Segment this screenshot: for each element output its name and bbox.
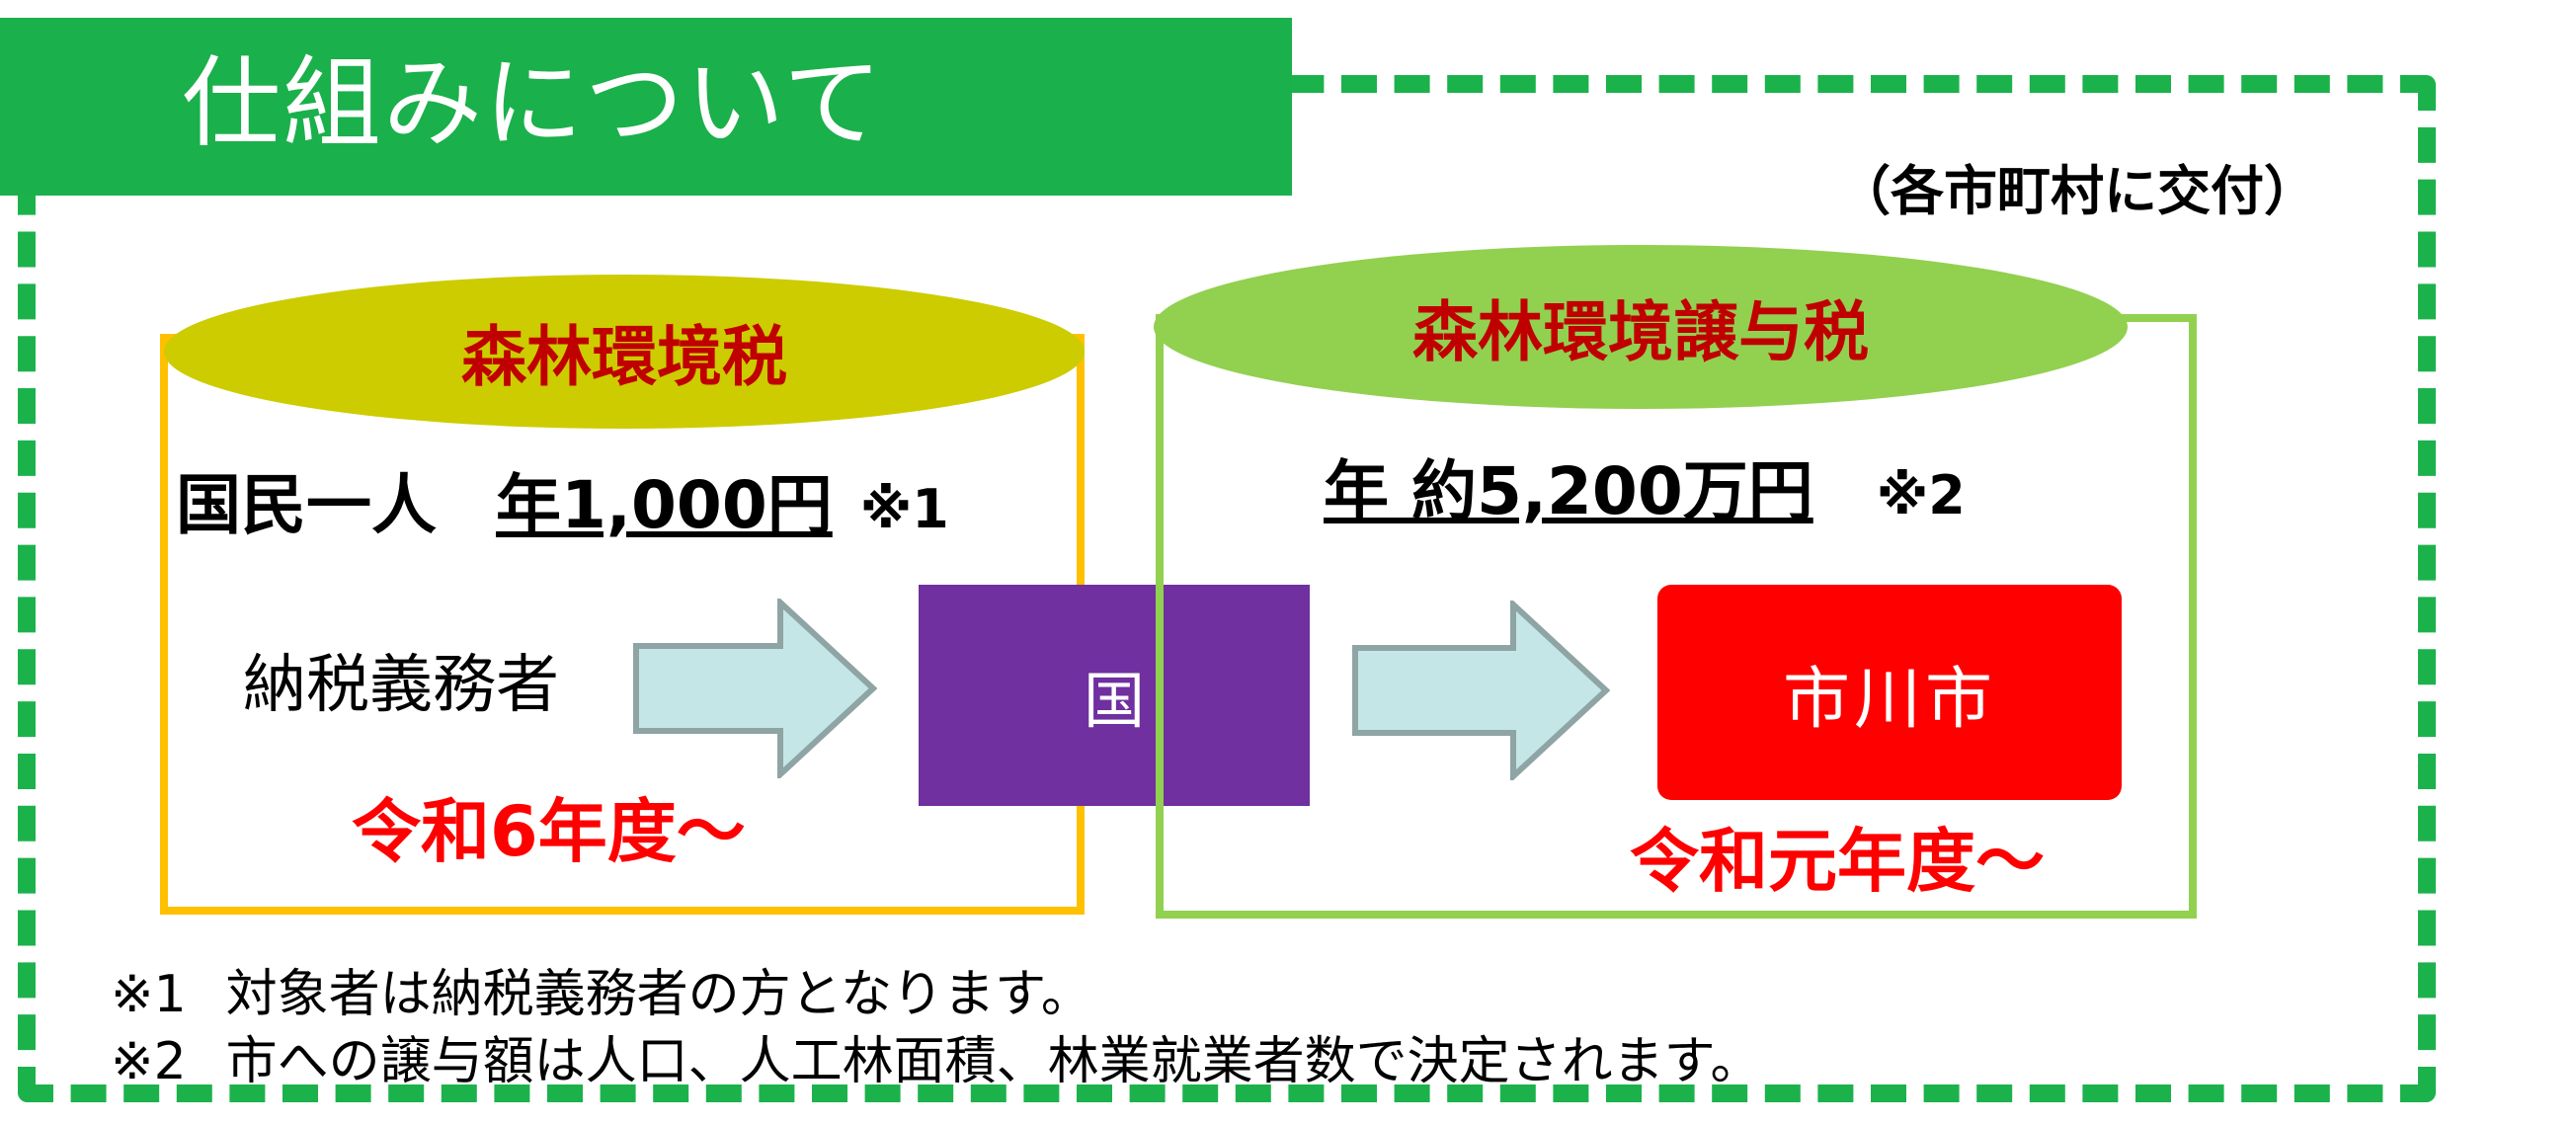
footnote-2-text: 市への譲与額は人口、人工林面積、林業就業者数で決定されます。 [225, 1032, 1762, 1091]
city-label: 市川市 [1782, 660, 1996, 739]
forest-tax-heading: 森林環境税 [461, 319, 787, 395]
forest-tax-oval [164, 275, 1085, 429]
forest-tax-amount-line: 国民一人年1,000円 ※1 [176, 466, 949, 549]
footnote-2: ※2 市への譲与額は人口、人工林面積、林業就業者数で決定されます。 [111, 1031, 1761, 1092]
footnote-2-mark: ※2 [111, 1032, 187, 1091]
footnote-1-text: 対象者は納税義務者の方となります。 [225, 965, 1092, 1024]
title-banner [0, 18, 1292, 196]
taxpayer-label: 納税義務者 [243, 649, 559, 722]
national-government-label: 国 [1083, 665, 1145, 737]
ichikawa-city-box: 市川市 [1657, 585, 2122, 800]
footnote-1: ※1 対象者は納税義務者の方となります。 [111, 964, 1092, 1025]
forest-tax-amount: 年1,000円 [496, 467, 833, 543]
note-mark-1: ※1 [859, 478, 949, 540]
transfer-tax-start-year: 令和元年度～ [1630, 821, 2045, 902]
transfer-amount-line: 年 約5,200万円 ※2 [1324, 452, 1966, 535]
footnote-1-mark: ※1 [111, 965, 187, 1024]
transfer-amount: 年 約5,200万円 [1324, 453, 1813, 529]
note-mark-2: ※2 [1876, 464, 1966, 526]
forest-transfer-tax-oval [1154, 245, 2128, 409]
per-person-label: 国民一人 [176, 467, 437, 543]
forest-tax-start-year: 令和6年度～ [352, 791, 746, 872]
arrow-right-icon [1352, 601, 1610, 780]
arrow-right-icon [633, 599, 877, 778]
national-government-box: 国 [919, 585, 1310, 806]
page-title: 仕組みについて [182, 45, 884, 161]
forest-transfer-tax-heading: 森林環境譲与税 [1412, 294, 1869, 370]
distribution-note: （各市町村に交付） [1837, 160, 2317, 222]
